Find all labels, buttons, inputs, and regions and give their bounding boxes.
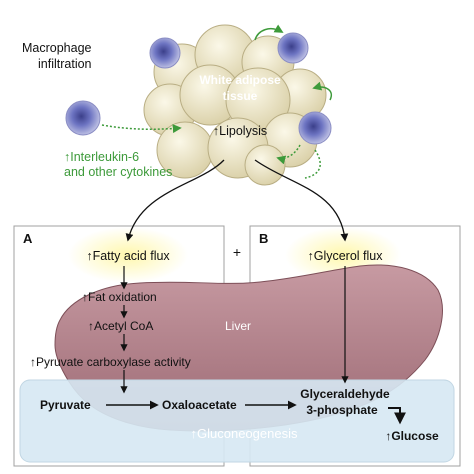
panel-b-letter: B (259, 231, 268, 246)
macrophage-label-2: infiltration (38, 57, 92, 71)
g3p-label-2: 3-phosphate (306, 403, 378, 417)
g3p-label-1: Glyceraldehyde (300, 387, 390, 401)
glycerol-flux: ↑Glycerol flux (307, 249, 383, 263)
liver-label: Liver (225, 319, 251, 333)
oxaloacetate-label: Oxaloacetate (162, 398, 237, 412)
pyruvate-label: Pyruvate (40, 398, 91, 412)
gluconeogenesis-panel (19, 379, 455, 463)
cytokine-arrows (101, 24, 332, 179)
arrow-g3p-to-glucose (388, 407, 406, 425)
lipolysis-label: ↑Lipolysis (213, 124, 267, 138)
cytokine-label-2: and other cytokines (64, 165, 172, 179)
glucose-label: ↑Glucose (385, 429, 439, 443)
fat-oxidation: ↑Fat oxidation (82, 290, 157, 304)
gluconeogenesis-label: ↑Gluconeogenesis (191, 426, 298, 441)
macrophage-cell (65, 32, 332, 145)
glow-fatty-acid (68, 227, 188, 283)
tissue-label-1: White adipose (199, 73, 281, 87)
pyruvate-carboxylase: ↑Pyruvate carboxylase activity (30, 355, 191, 369)
arrow-lipolysis-to-glycerol (254, 159, 349, 242)
macrophage-label-1: Macrophage (22, 41, 92, 55)
cytokine-label-1: ↑Interleukin-6 (64, 150, 139, 164)
plus-sign: + (233, 244, 241, 260)
fatty-acid-flux: ↑Fatty acid flux (86, 249, 170, 263)
tissue-label-2: tissue (223, 89, 258, 103)
arrow-lipolysis-to-fatty-acid (125, 159, 225, 242)
acetyl-coa: ↑Acetyl CoA (88, 319, 153, 333)
panel-a-letter: A (23, 231, 33, 246)
